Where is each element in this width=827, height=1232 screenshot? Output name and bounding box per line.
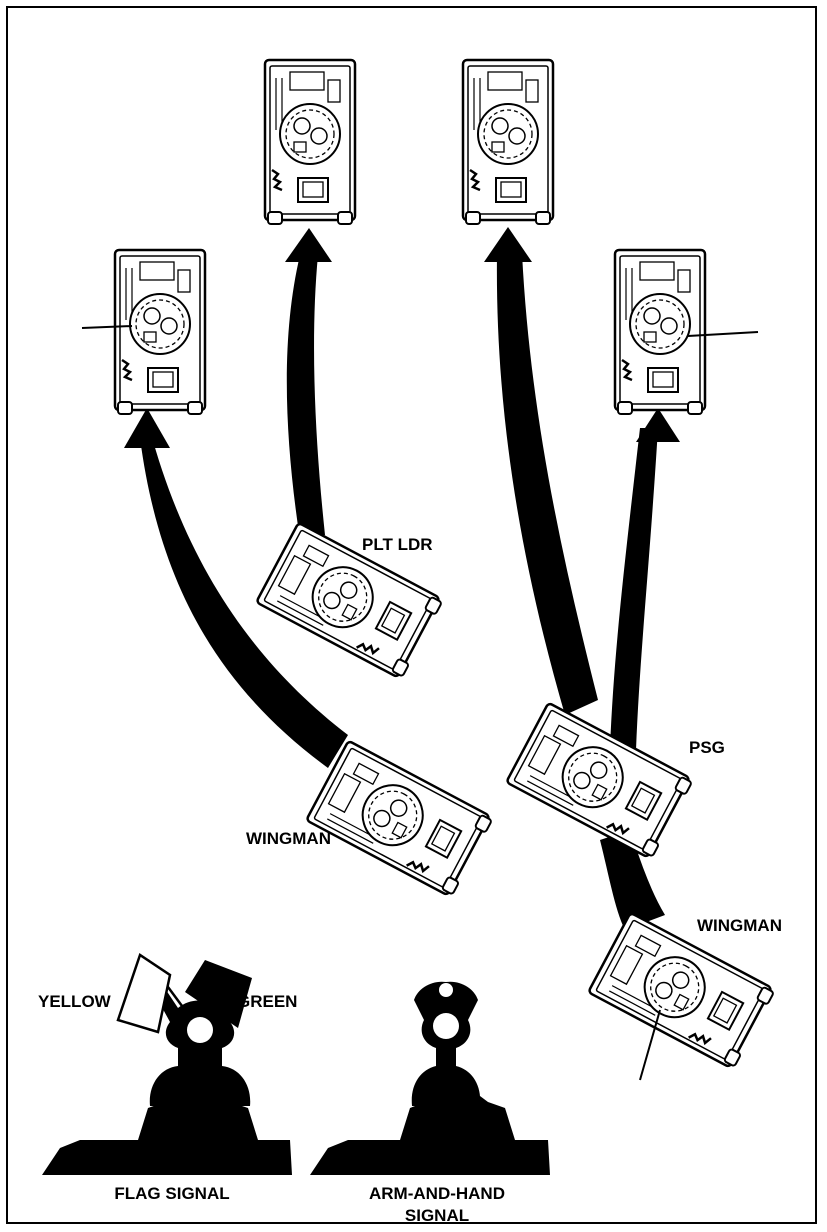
label-yellow: YELLOW xyxy=(38,993,111,1010)
tank-left-wingman-destination xyxy=(115,250,205,414)
arrow-psg xyxy=(484,227,598,715)
arrow-plt-ldr xyxy=(285,228,332,540)
label-arm-hand-line2: SIGNAL xyxy=(405,1207,469,1224)
label-psg: PSG xyxy=(689,739,725,756)
label-flag-signal: FLAG SIGNAL xyxy=(114,1185,229,1202)
tank-left-wingman xyxy=(306,741,493,897)
tank-right-wingman xyxy=(588,913,775,1069)
tank-psg-destination xyxy=(463,60,553,224)
tank-right-wingman-destination xyxy=(615,250,705,414)
yellow-flag xyxy=(118,955,170,1032)
label-plt-ldr: PLT LDR xyxy=(362,536,433,553)
label-wingman-left: WINGMAN xyxy=(246,830,331,847)
label-green: GREEN xyxy=(237,993,297,1010)
flag-signal-figure xyxy=(42,955,292,1175)
label-arm-hand-line1: ARM-AND-HAND xyxy=(369,1185,505,1202)
tank-psg xyxy=(506,703,693,859)
label-wingman-right: WINGMAN xyxy=(697,917,782,934)
arm-hand-signal-figure xyxy=(310,982,550,1175)
tank-plt-ldr-destination xyxy=(265,60,355,224)
arrow-right-wingman-to-right xyxy=(610,408,680,750)
